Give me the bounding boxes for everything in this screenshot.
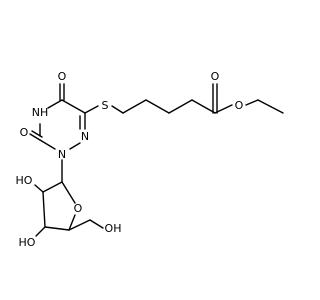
atom-o-carbonyl: O xyxy=(211,70,220,83)
atom-ho-upper: HO xyxy=(16,174,33,187)
bond-ethyl-2 xyxy=(257,99,284,114)
bond-c4prime-oring xyxy=(68,214,76,231)
bond-chain-3 xyxy=(168,99,193,114)
atom-oh: OH xyxy=(105,222,122,235)
bond-c2prime-ho-upper xyxy=(34,184,44,193)
bond-chain-1 xyxy=(122,99,147,114)
bond-c2-o-left-a xyxy=(29,133,41,141)
atom-ho-lower: HO xyxy=(19,236,36,249)
bond-c2prime-c3prime xyxy=(42,191,46,228)
bond-c6-nh xyxy=(47,99,63,109)
bond-c1prime-c2prime xyxy=(42,181,63,193)
atom-n1: N xyxy=(58,148,66,161)
bond-c3-s xyxy=(84,105,99,114)
atom-nh: NH xyxy=(32,106,49,119)
bond-oring-c1prime xyxy=(61,181,76,204)
bond-n1-n2 xyxy=(69,142,81,150)
bond-o-ethyl-1 xyxy=(245,99,259,106)
bond-c-o-ester xyxy=(214,104,233,114)
atom-s: S xyxy=(102,99,109,112)
bond-c5-c6 xyxy=(61,99,86,114)
atom-labels: O NH O N N S O O HO HO O OH xyxy=(16,70,244,249)
atom-n2: N xyxy=(81,130,89,143)
atom-o-ester: O xyxy=(235,99,244,112)
bond-c5prime-oh xyxy=(89,219,104,229)
bond-c2-o-left-b xyxy=(31,130,43,138)
bond-s-ch2-1 xyxy=(111,105,124,114)
bonds xyxy=(29,83,284,237)
atom-o-ring: O xyxy=(74,202,83,215)
bond-c2-n1 xyxy=(39,139,56,150)
chemical-structure: O NH O N N S O O HO HO O OH xyxy=(16,70,284,249)
bond-c3prime-c4prime xyxy=(44,226,70,231)
atom-o-left: O xyxy=(20,126,29,139)
atom-o-top: O xyxy=(58,70,67,83)
bond-c3prime-ho-lower xyxy=(35,226,46,237)
bond-c4prime-c5prime xyxy=(68,219,91,231)
bond-chain-4 xyxy=(191,99,216,114)
bond-chain-2 xyxy=(145,99,170,114)
